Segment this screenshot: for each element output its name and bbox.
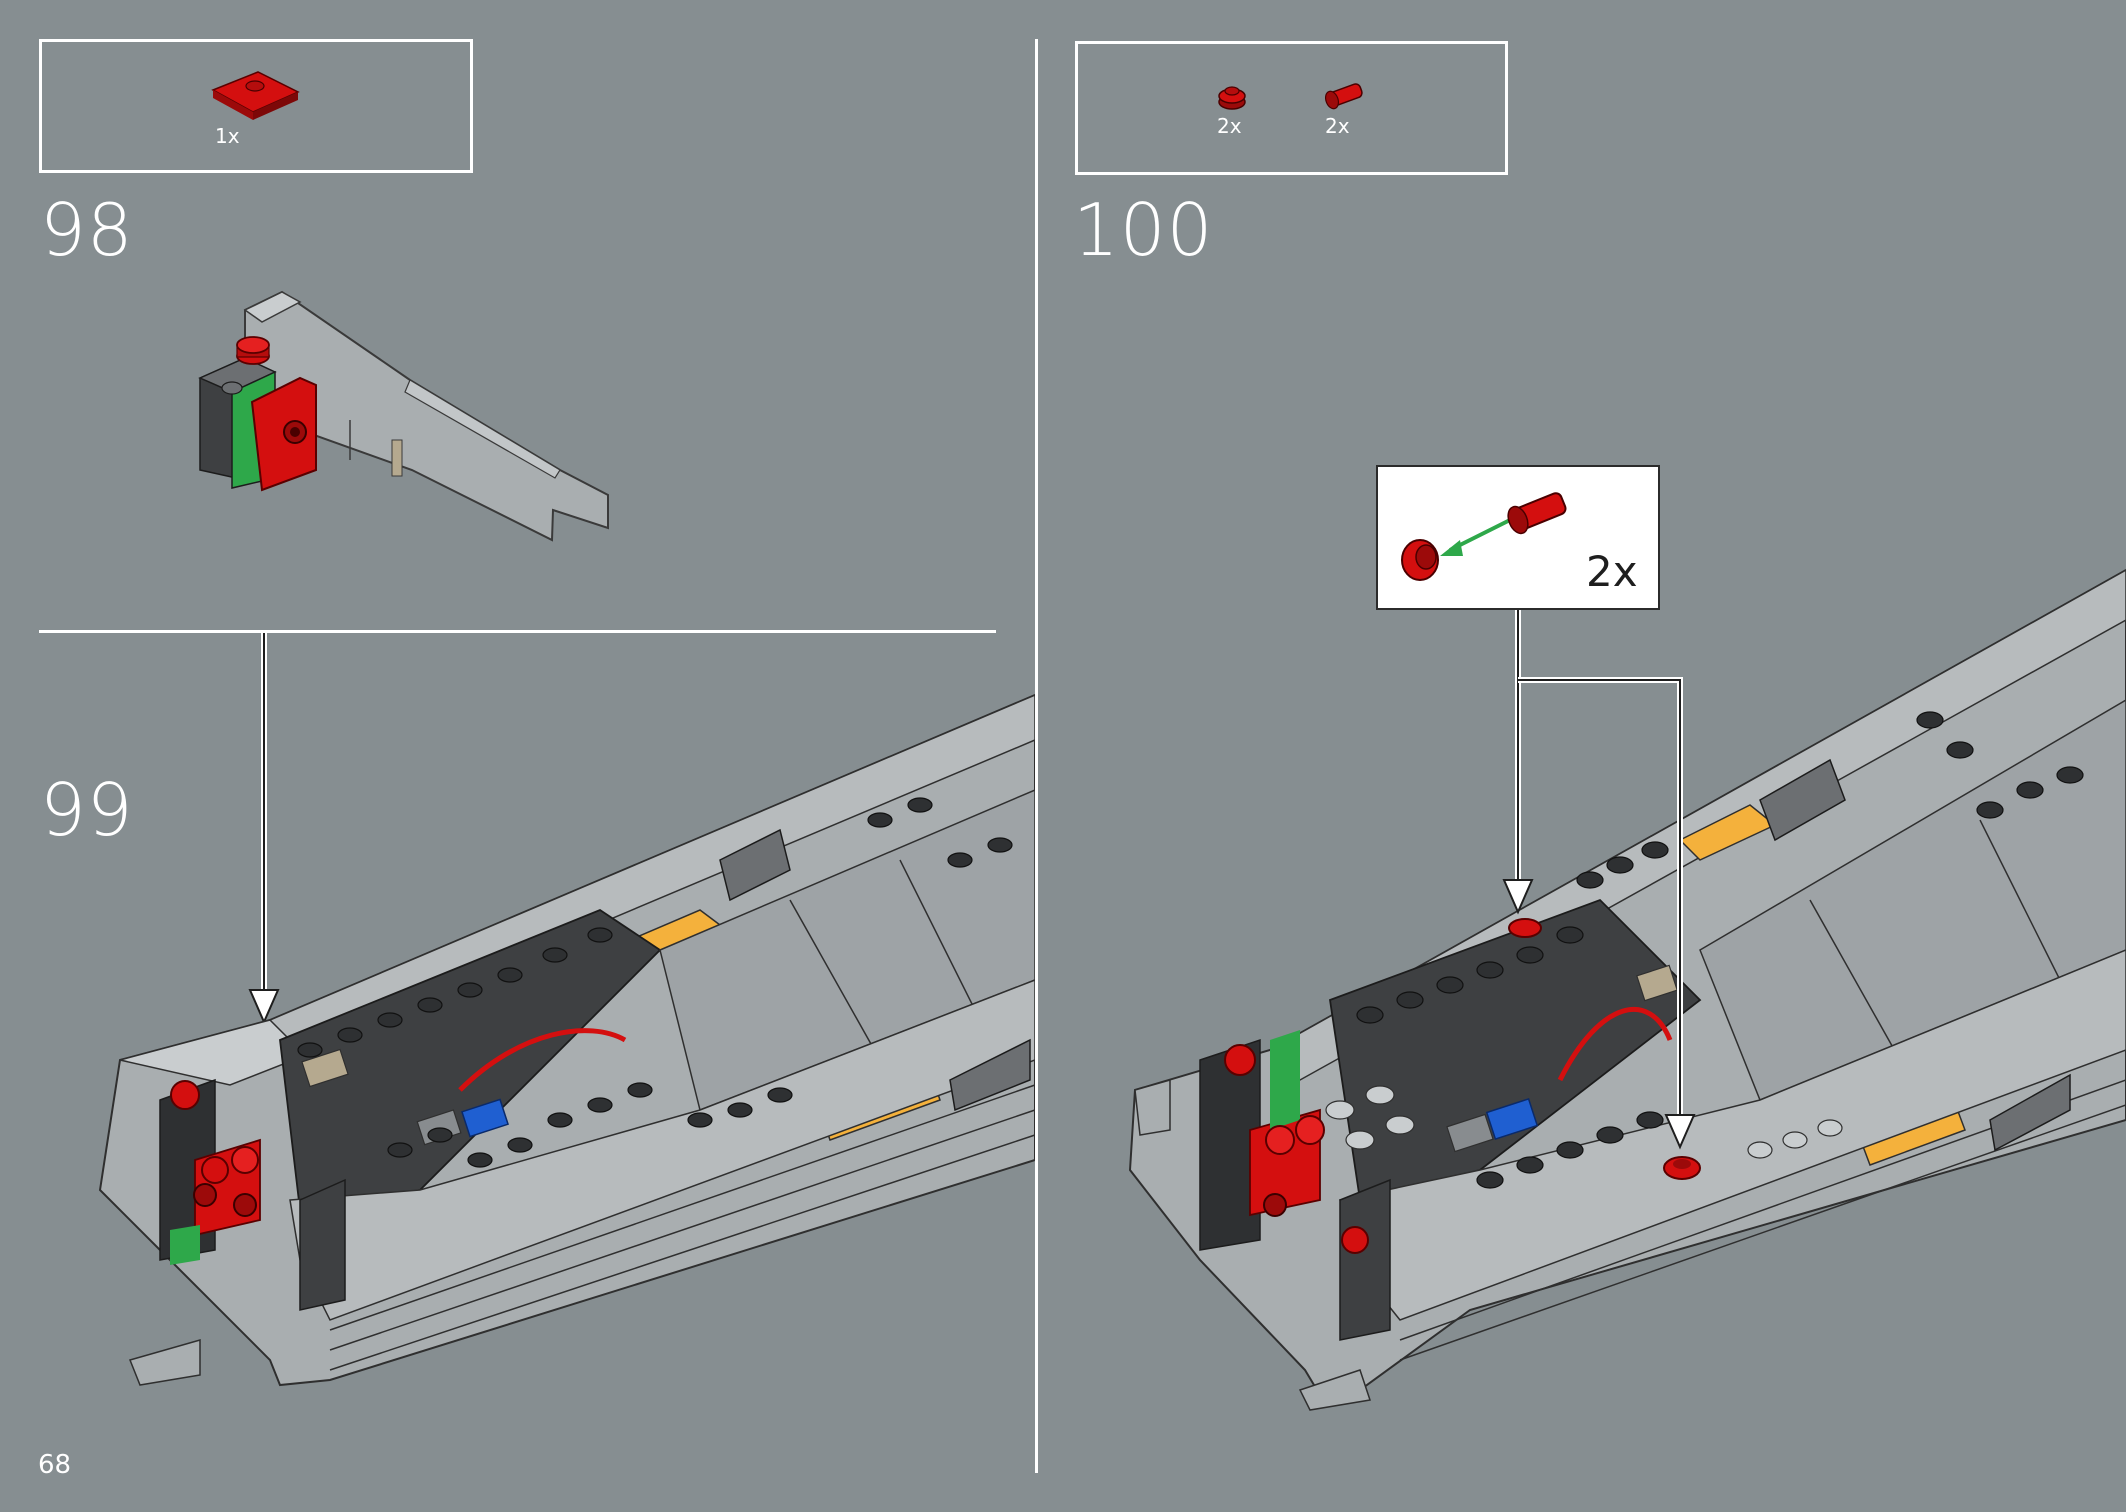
step-number-99: 99 [40, 768, 134, 852]
red-pin-placed [1508, 918, 1701, 1180]
insert-arrow [248, 633, 280, 1025]
step-number-98: 98 [40, 188, 134, 272]
parts-list-step-100 [1075, 41, 1508, 175]
callout-qty: 2x [1586, 547, 1638, 596]
part-qty: 2x [1325, 114, 1350, 138]
placement-arrows [1502, 610, 1696, 1150]
step-divider [39, 630, 996, 633]
page-number: 68 [38, 1450, 72, 1480]
ship-body [98, 693, 1036, 1387]
wing-sub-assembly [198, 290, 609, 542]
page-separator [1035, 39, 1038, 1473]
part-qty: 1x [215, 124, 240, 148]
ship-body [1128, 568, 2126, 1411]
part-qty: 2x [1217, 114, 1242, 138]
step-number-100: 100 [1073, 188, 1214, 272]
parts-list-step-98 [39, 39, 473, 173]
